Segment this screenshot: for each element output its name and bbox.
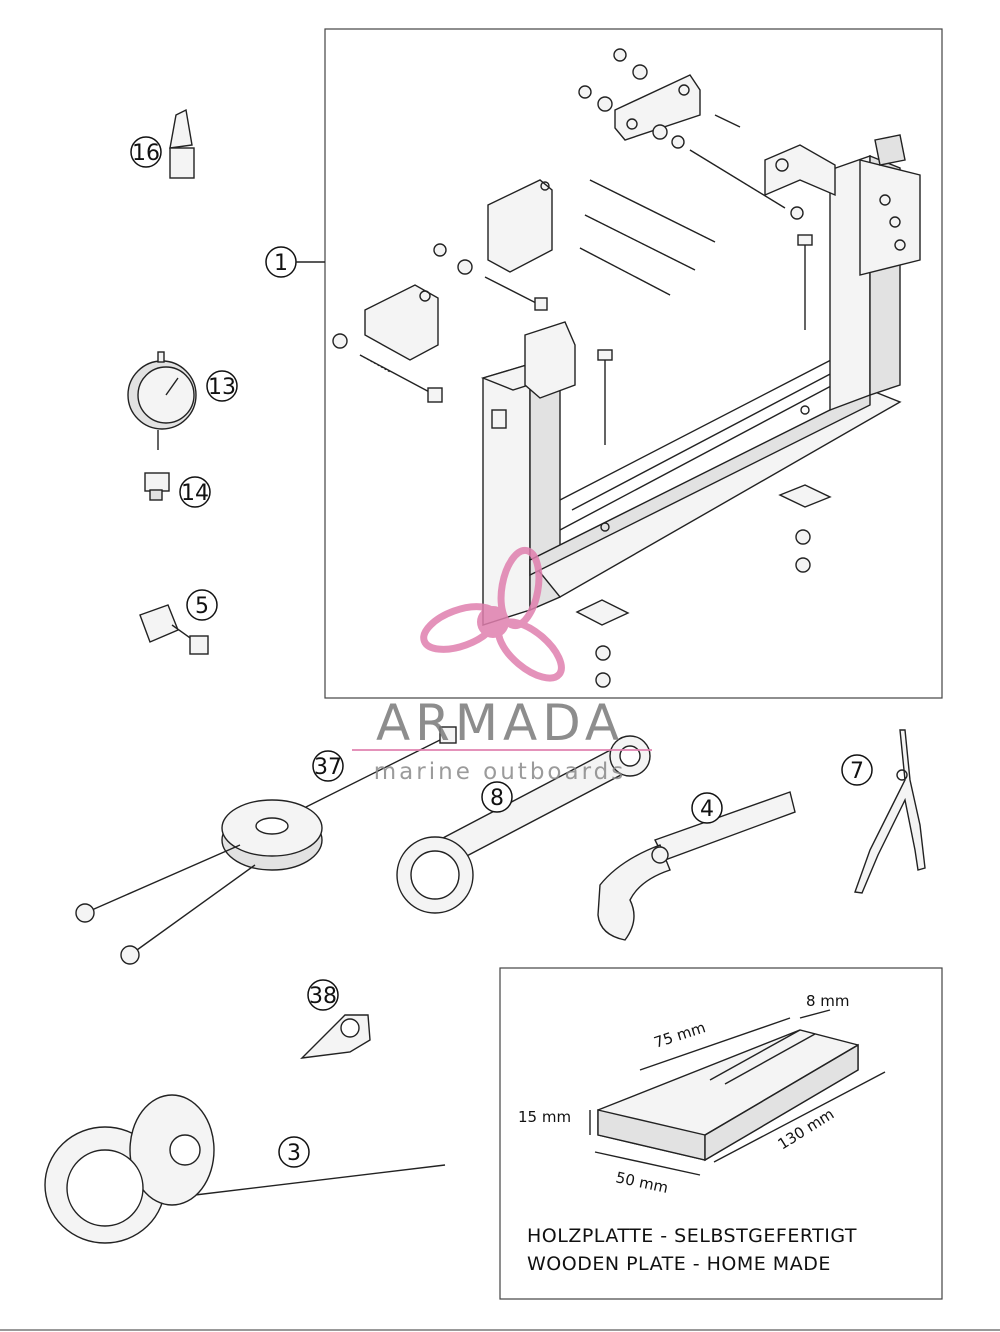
bracket-parts-drawing (364, 74, 701, 399)
nuts-washers-drawing (332, 48, 832, 688)
watermark-tagline: marine outboards (374, 759, 626, 785)
dial-gauge-drawing (127, 351, 197, 450)
caption-english: WOODEN PLATE - HOME MADE (527, 1253, 831, 1275)
svg-text:37: 37 (314, 755, 342, 780)
caption-german: HOLZPLATTE - SELBSTGEFERTIGT (527, 1225, 857, 1247)
svg-text:1: 1 (274, 251, 288, 276)
extractor-tool-drawing (75, 726, 457, 965)
callout-37: 37 (312, 750, 344, 782)
svg-text:16: 16 (132, 141, 160, 166)
svg-text:7: 7 (850, 759, 864, 784)
engine-stand-drawing (480, 134, 921, 626)
bolt-parts-drawing (359, 114, 813, 445)
svg-text:8: 8 (490, 786, 504, 811)
dim-width-label: 50 mm (614, 1168, 670, 1197)
dim-thickness-label: 15 mm (518, 1108, 571, 1126)
callout-4: 4 (691, 792, 723, 824)
callout-5: 5 (186, 589, 218, 621)
hook-wrench-drawing (597, 791, 796, 941)
svg-text:14: 14 (181, 481, 209, 506)
wooden-plate-drawing (589, 1009, 886, 1176)
assembly-frame-box (324, 28, 943, 699)
svg-text:4: 4 (700, 797, 714, 822)
holding-wrench-drawing (396, 735, 651, 914)
svg-text:38: 38 (309, 984, 337, 1009)
watermark: ARMADA marine outboards (352, 546, 652, 785)
callout-1: 1 (265, 246, 325, 278)
callout-8: 8 (481, 781, 513, 813)
svg-text:13: 13 (208, 375, 236, 400)
circlip-pliers-drawing (854, 729, 926, 894)
dim-offset-label: 75 mm (652, 1018, 708, 1052)
propeller-logo-icon (420, 546, 565, 682)
svg-text:5: 5 (195, 594, 209, 619)
callout-14: 14 (179, 476, 211, 508)
callout-13: 13 (206, 370, 238, 402)
holding-spanner-drawing (44, 1094, 446, 1244)
loctite-tube-drawing (169, 108, 195, 179)
callout-16: 16 (130, 136, 162, 168)
puller-tool-drawing (139, 604, 209, 655)
wooden-plate-box (499, 967, 943, 1300)
callout-38: 38 (307, 979, 339, 1011)
watermark-brand: ARMADA (376, 694, 624, 752)
gauge-adapter-drawing (144, 472, 170, 501)
dim-groove-label: 8 mm (806, 992, 850, 1010)
lock-plate-drawing (300, 1014, 371, 1059)
callout-3: 3 (278, 1136, 310, 1168)
callout-7: 7 (841, 754, 873, 786)
svg-text:3: 3 (287, 1141, 301, 1166)
